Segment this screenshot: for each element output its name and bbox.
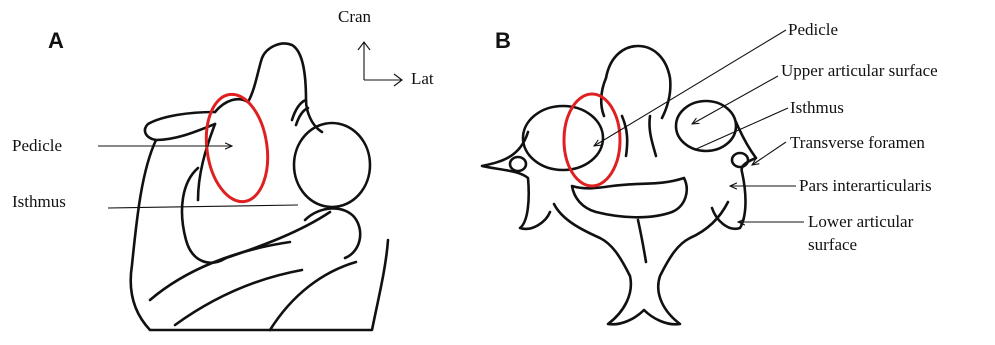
vertebra-a-drawing bbox=[131, 43, 388, 330]
body-outline bbox=[131, 140, 388, 330]
panel-a: A Cran Lat Pedicle Isthmus bbox=[12, 7, 434, 330]
lower-articular-label-b-line1: Lower articular bbox=[808, 212, 914, 231]
isthmus-mark-right-b bbox=[649, 116, 656, 156]
pedicle-highlight-a bbox=[200, 90, 274, 205]
body-contour-3 bbox=[270, 262, 356, 330]
vertebra-b-drawing bbox=[482, 46, 756, 324]
dens-b bbox=[606, 46, 670, 118]
upper-articular-label-b: Upper articular surface bbox=[781, 61, 938, 80]
right-transverse-foramen-b bbox=[732, 153, 748, 167]
transverse-process-outline bbox=[145, 112, 215, 140]
articular-facet bbox=[294, 123, 370, 207]
orientation-indicator: Cran Lat bbox=[338, 7, 434, 88]
cranial-arrow bbox=[358, 42, 370, 80]
left-outline-b bbox=[482, 132, 550, 229]
dens-outline bbox=[215, 43, 322, 132]
lower-articular-label-b-line2: surface bbox=[808, 235, 857, 254]
right-outline-b bbox=[712, 122, 756, 229]
pedicle-label-b: Pedicle bbox=[788, 20, 838, 39]
isthmus-leader-a bbox=[108, 205, 298, 208]
cran-label: Cran bbox=[338, 7, 372, 26]
isthmus-label-a: Isthmus bbox=[12, 192, 66, 211]
lamina-spinous-b bbox=[554, 202, 728, 324]
isthmus-leader-b bbox=[694, 108, 788, 150]
isthmus-line bbox=[226, 212, 330, 258]
pars-label-b: Pars interarticularis bbox=[799, 176, 932, 195]
isthmus-mark-left-b bbox=[622, 116, 627, 156]
transverse-foramen-arrow-b bbox=[752, 142, 786, 165]
lower-facet-outline bbox=[182, 168, 226, 263]
lat-label: Lat bbox=[411, 69, 434, 88]
spinous-groove-b bbox=[638, 220, 646, 262]
isthmus-label-b: Isthmus bbox=[790, 98, 844, 117]
right-articular-b bbox=[676, 101, 736, 151]
transverse-foramen-label-b: Transverse foramen bbox=[790, 133, 925, 152]
body-contour-1 bbox=[150, 242, 290, 300]
panel-a-letter: A bbox=[48, 28, 64, 53]
body-contour-2 bbox=[175, 270, 302, 325]
pedicle-label-a: Pedicle bbox=[12, 136, 62, 155]
panel-b: B Pedicle Upper articular surface Isthmu… bbox=[482, 20, 938, 324]
left-transverse-foramen-b bbox=[510, 157, 526, 171]
lateral-arrow bbox=[364, 74, 402, 86]
pedicle-highlight-b bbox=[564, 94, 620, 186]
inferior-lamina bbox=[305, 208, 360, 258]
vertebral-foramen-b bbox=[572, 178, 687, 217]
panel-b-letter: B bbox=[495, 28, 511, 53]
